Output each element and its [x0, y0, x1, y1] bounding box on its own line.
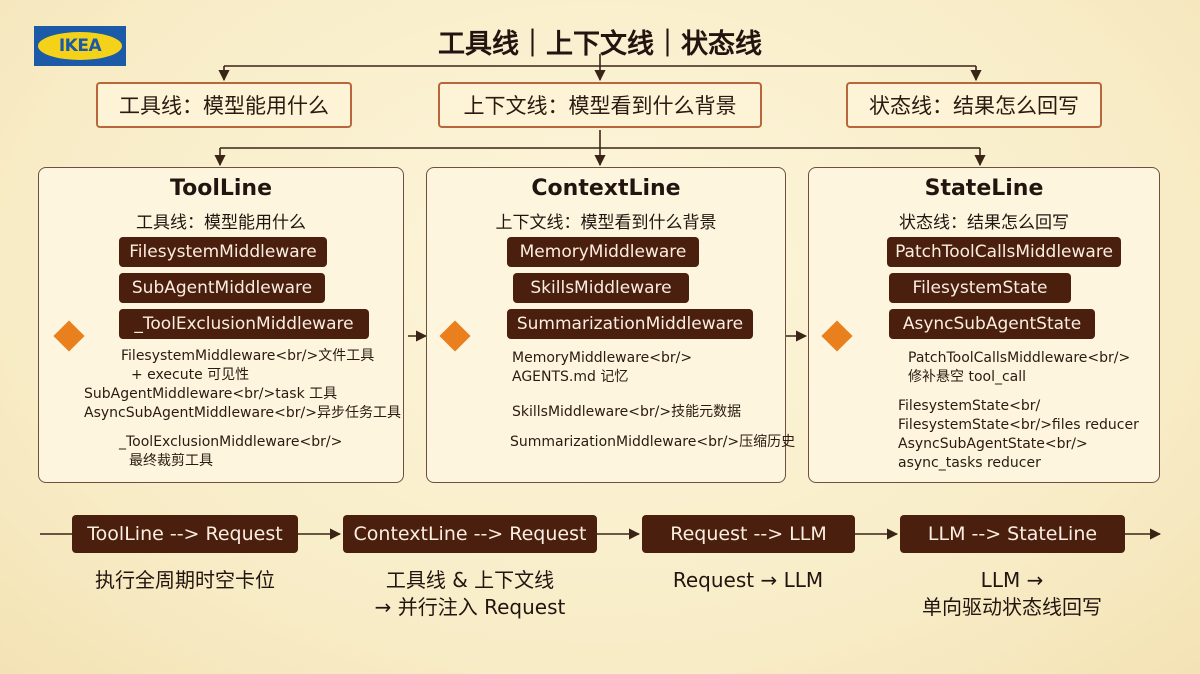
chip-skills-middleware: SkillsMiddleware	[513, 273, 689, 303]
flow-caption: Request → LLM	[672, 568, 824, 592]
note-text: FilesystemState<br/>files reducer	[898, 417, 1139, 433]
note-text: AsyncSubAgentState<br/>	[898, 436, 1088, 452]
flow-caption: LLM → 单向驱动状态线回写	[922, 568, 1102, 619]
note-text: + execute 可见性	[131, 367, 250, 383]
note-text: SkillsMiddleware<br/>技能元数据	[512, 404, 742, 420]
top-box-stateline: 状态线：结果怎么回写	[846, 82, 1102, 128]
note-text: SubAgentMiddleware<br/>task 工具	[84, 386, 338, 402]
note-text: async_tasks reducer	[898, 455, 1041, 471]
chip-memory-middleware: MemoryMiddleware	[507, 237, 699, 267]
note-text: FilesystemMiddleware<br/>文件工具	[121, 348, 375, 364]
note-text: _ToolExclusionMiddleware<br/>	[119, 434, 343, 450]
chip-tool-exclusion-middleware: _ToolExclusionMiddleware	[119, 309, 369, 339]
chip-patch-tool-calls-middleware: PatchToolCallsMiddleware	[887, 237, 1121, 267]
note-text: 最终裁剪工具	[129, 453, 213, 469]
flow-caption: 执行全周期时空卡位	[95, 568, 275, 592]
chip-summarization-middleware: SummarizationMiddleware	[507, 309, 753, 339]
flow-step-request-llm: Request --> LLM	[642, 515, 855, 553]
note-text: AGENTS.md 记忆	[512, 369, 629, 385]
diagram-title: 工具线｜上下文线｜状态线	[438, 29, 762, 60]
note-text: MemoryMiddleware<br/>	[512, 350, 693, 366]
panel-subtitle: 上下文线：模型看到什么背景	[495, 213, 717, 233]
top-box-contextline: 上下文线：模型看到什么背景	[438, 82, 762, 128]
panel-title: ToolLine	[170, 176, 272, 201]
note-text: 修补悬空 tool_call	[908, 369, 1027, 385]
ikea-logo: IKEA	[34, 26, 126, 66]
panel-title: StateLine	[924, 176, 1044, 201]
panel-subtitle: 工具线：模型能用什么	[136, 213, 306, 233]
panel-subtitle: 状态线：结果怎么回写	[899, 213, 1069, 233]
note-text: FilesystemState<br/	[898, 398, 1041, 414]
chip-subagent-middleware: SubAgentMiddleware	[119, 273, 325, 303]
note-text: SummarizationMiddleware<br/>压缩历史	[510, 434, 796, 450]
chip-async-subagent-state: AsyncSubAgentState	[889, 309, 1095, 339]
panel-title: ContextLine	[531, 176, 681, 201]
note-text: AsyncSubAgentMiddleware<br/>异步任务工具	[84, 405, 401, 421]
note-text: PatchToolCallsMiddleware<br/>	[908, 350, 1131, 366]
logo-text: IKEA	[38, 32, 122, 60]
top-box-toolline: 工具线：模型能用什么	[96, 82, 352, 128]
flow-step-llm-stateline: LLM --> StateLine	[900, 515, 1125, 553]
flow-step-contextline-request: ContextLine --> Request	[343, 515, 597, 553]
chip-filesystem-middleware: FilesystemMiddleware	[119, 237, 327, 267]
flow-caption: 工具线 & 上下文线 → 并行注入 Request	[374, 568, 566, 619]
flow-step-toolline-request: ToolLine --> Request	[72, 515, 298, 553]
chip-filesystem-state: FilesystemState	[889, 273, 1071, 303]
